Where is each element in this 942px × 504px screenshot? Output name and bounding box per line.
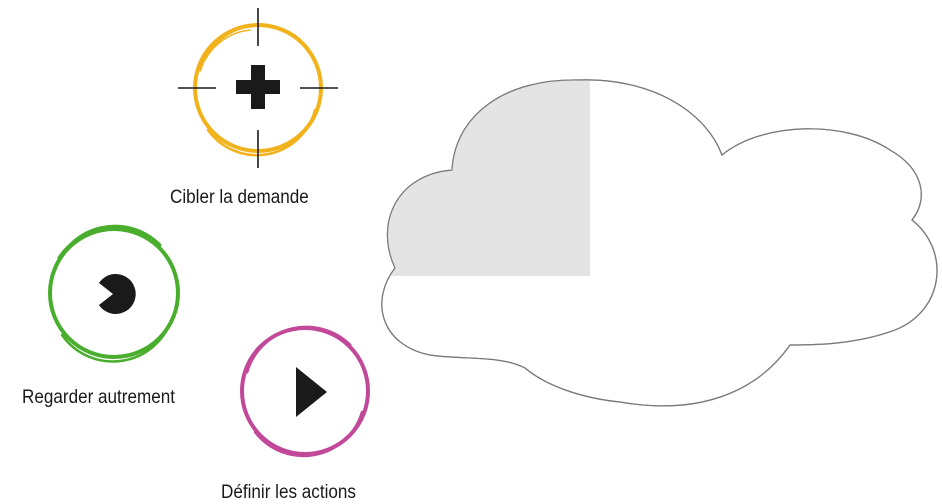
- cloud-shape: [381, 79, 938, 407]
- label-define-actions: Définir les actions: [221, 482, 356, 503]
- label-target-request: Cibler la demande: [170, 187, 309, 208]
- cloud-border: [381, 79, 938, 407]
- green-circle: [48, 224, 180, 363]
- target-icon-group: [178, 8, 338, 168]
- look-icon-group: [48, 224, 180, 363]
- actions-icon-group: [240, 325, 370, 458]
- pacman-eye-icon: [99, 274, 136, 314]
- crosshair-icon: [178, 8, 338, 168]
- plus-icon: [236, 65, 280, 109]
- label-look-differently: Regarder autrement: [22, 387, 176, 408]
- play-icon: [296, 367, 327, 417]
- magenta-circle: [240, 325, 370, 458]
- cloud-highlight-quarter: [387, 79, 590, 276]
